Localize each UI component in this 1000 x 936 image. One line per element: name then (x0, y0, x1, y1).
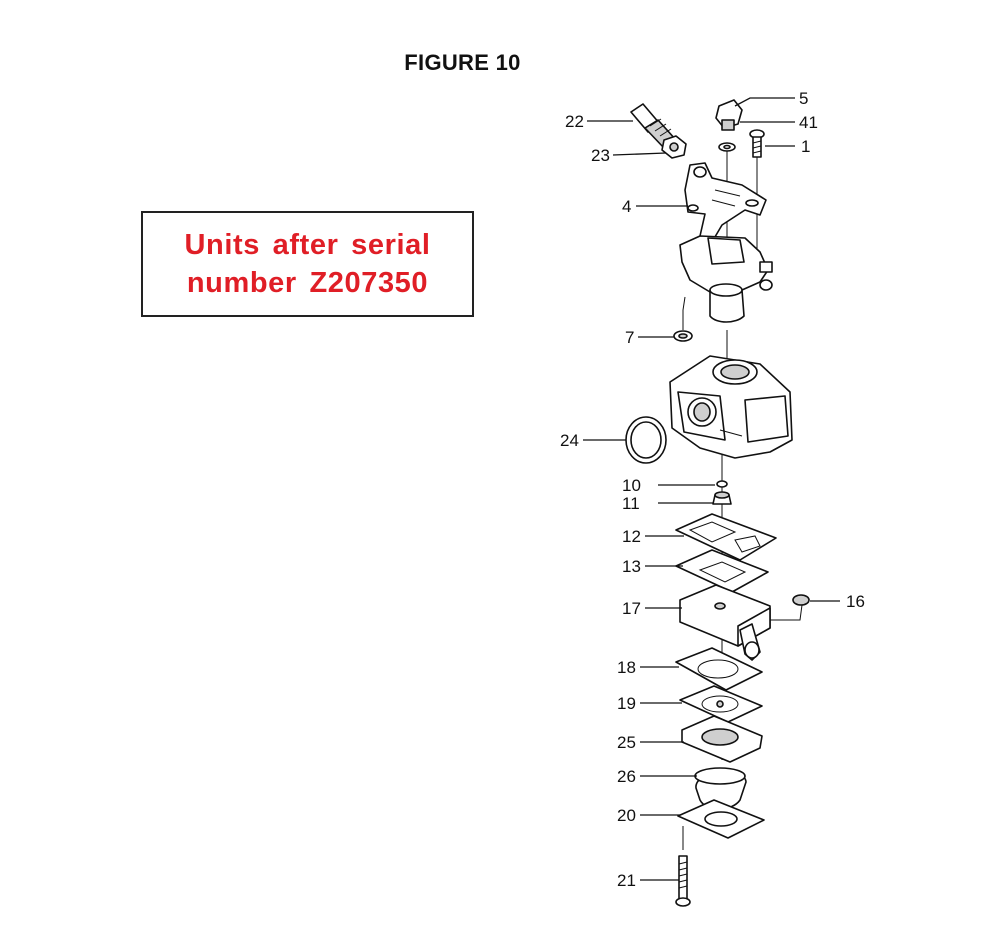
callout-16: 16 (846, 592, 865, 611)
part-5-screw (715, 99, 743, 131)
serial-note-box: Units after serial number Z207350 (141, 211, 474, 317)
part-7-ring (673, 330, 693, 342)
figure-title: FIGURE 10 (404, 50, 521, 75)
callout-labels: 22 23 5 41 1 4 7 24 10 11 12 13 16 17 18… (560, 89, 865, 890)
part-13-diaphragm (675, 549, 769, 593)
callout-17: 17 (622, 599, 641, 618)
callout-12: 12 (622, 527, 641, 546)
callout-19: 19 (617, 694, 636, 713)
part-17-pump-body (679, 584, 771, 661)
callout-5: 5 (799, 89, 808, 108)
callout-41: 41 (799, 113, 818, 132)
part-23-nut (661, 135, 687, 159)
callout-24: 24 (560, 431, 579, 450)
part-18-gasket (675, 647, 763, 691)
callout-18: 18 (617, 658, 636, 677)
callout-13: 13 (622, 557, 641, 576)
callout-25: 25 (617, 733, 636, 752)
callout-21: 21 (617, 871, 636, 890)
callout-23: 23 (591, 146, 610, 165)
part-25-cover (681, 715, 763, 763)
part-41-washer (718, 142, 736, 152)
callout-10: 10 (622, 476, 641, 495)
part-19-diaphragm (679, 685, 763, 723)
part-21-screw (675, 855, 691, 907)
callout-1: 1 (801, 137, 810, 156)
part-12-gasket (675, 513, 777, 561)
part-4-bracket (684, 162, 767, 243)
part-choke-housing (679, 235, 773, 323)
callout-20: 20 (617, 806, 636, 825)
part-16-screen (792, 594, 810, 606)
serial-note-line-2: number Z207350 (186, 267, 429, 299)
callout-4: 4 (622, 197, 631, 216)
part-24-gasket (625, 416, 667, 464)
leader-lines (583, 97, 840, 881)
part-11-jet (712, 491, 732, 505)
part-carburetor-body (669, 355, 793, 459)
callout-22: 22 (565, 112, 584, 131)
part-10-oring (716, 480, 728, 488)
callout-7: 7 (625, 328, 634, 347)
callout-26: 26 (617, 767, 636, 786)
serial-note-line-1: Units after serial (184, 229, 431, 261)
callout-11: 11 (622, 494, 640, 513)
part-1-screw (749, 129, 765, 158)
part-20-retainer (677, 799, 765, 839)
